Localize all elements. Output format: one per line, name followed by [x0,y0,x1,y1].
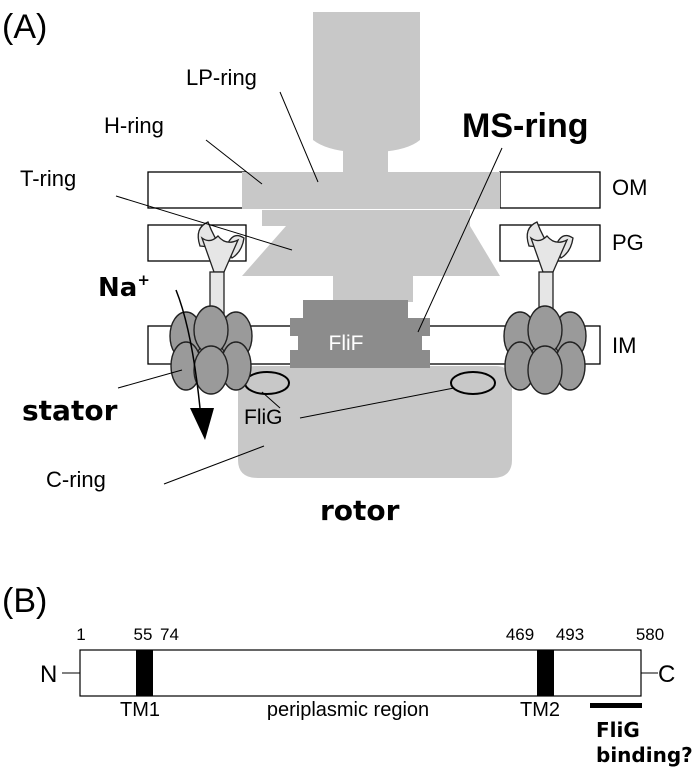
t-ring [242,210,500,276]
hook-filament [313,12,420,152]
h-ring-label: H-ring [104,113,164,138]
tm2-block [537,650,554,696]
stator-right [503,221,587,395]
om-label: OM [612,175,647,200]
ms-ring-label: MS-ring [462,107,589,145]
pos-55: 55 [134,625,153,644]
rotor-label: rotor [320,494,400,527]
flig-ellipse-right [450,371,496,395]
pos-1: 1 [76,625,85,644]
h-ring-leader [205,139,263,185]
c-terminus-label: C [658,661,675,688]
flig-leader-left [261,391,281,409]
c-ring-label: C-ring [46,467,106,492]
panel-a-label: (A) [2,8,47,46]
flig-label: FliG [244,406,283,429]
tm1-block [136,650,153,696]
rod-upper [343,145,388,173]
c-ring-rotor [238,366,512,478]
stator-left [169,221,253,395]
tm1-label: TM1 [120,699,160,721]
flig-leader-right [299,387,455,419]
ion-flow-path [175,289,201,409]
pos-580: 580 [636,625,664,644]
periplasmic-region-label: periplasmic region [267,699,429,721]
h-lp-ring [242,172,500,209]
outer-membrane-left [147,171,247,209]
panel-b-label: (B) [2,582,47,620]
t-ring-label: T-ring [20,166,76,191]
na-ion-label: Na+ [98,271,150,303]
pos-493: 493 [556,625,584,644]
flif-label: FliF [329,332,364,355]
rod-lower [333,270,413,302]
im-label: IM [612,333,636,358]
flif-ms-ring [290,300,430,368]
flig-binding-line1: FliG [596,718,640,742]
lp-ring-leader [279,91,319,183]
flif-sequence-bar [79,649,642,697]
stator-label: stator [22,394,118,427]
ion-flow-arrowhead [190,408,214,440]
lp-ring-label: LP-ring [186,65,257,90]
flig-binding-bar [590,703,642,708]
pg-label: PG [612,230,644,255]
pos-74: 74 [160,625,179,644]
ms-ring-leader [417,147,503,333]
t-ring-leader [115,195,293,251]
outer-membrane-right [499,171,601,209]
c-ring-leader [163,445,265,485]
stator-leader [117,369,183,389]
n-terminus-label: N [40,661,57,688]
pos-469: 469 [506,625,534,644]
tm2-label: TM2 [520,699,560,721]
flig-binding-line2: binding? [596,743,693,767]
